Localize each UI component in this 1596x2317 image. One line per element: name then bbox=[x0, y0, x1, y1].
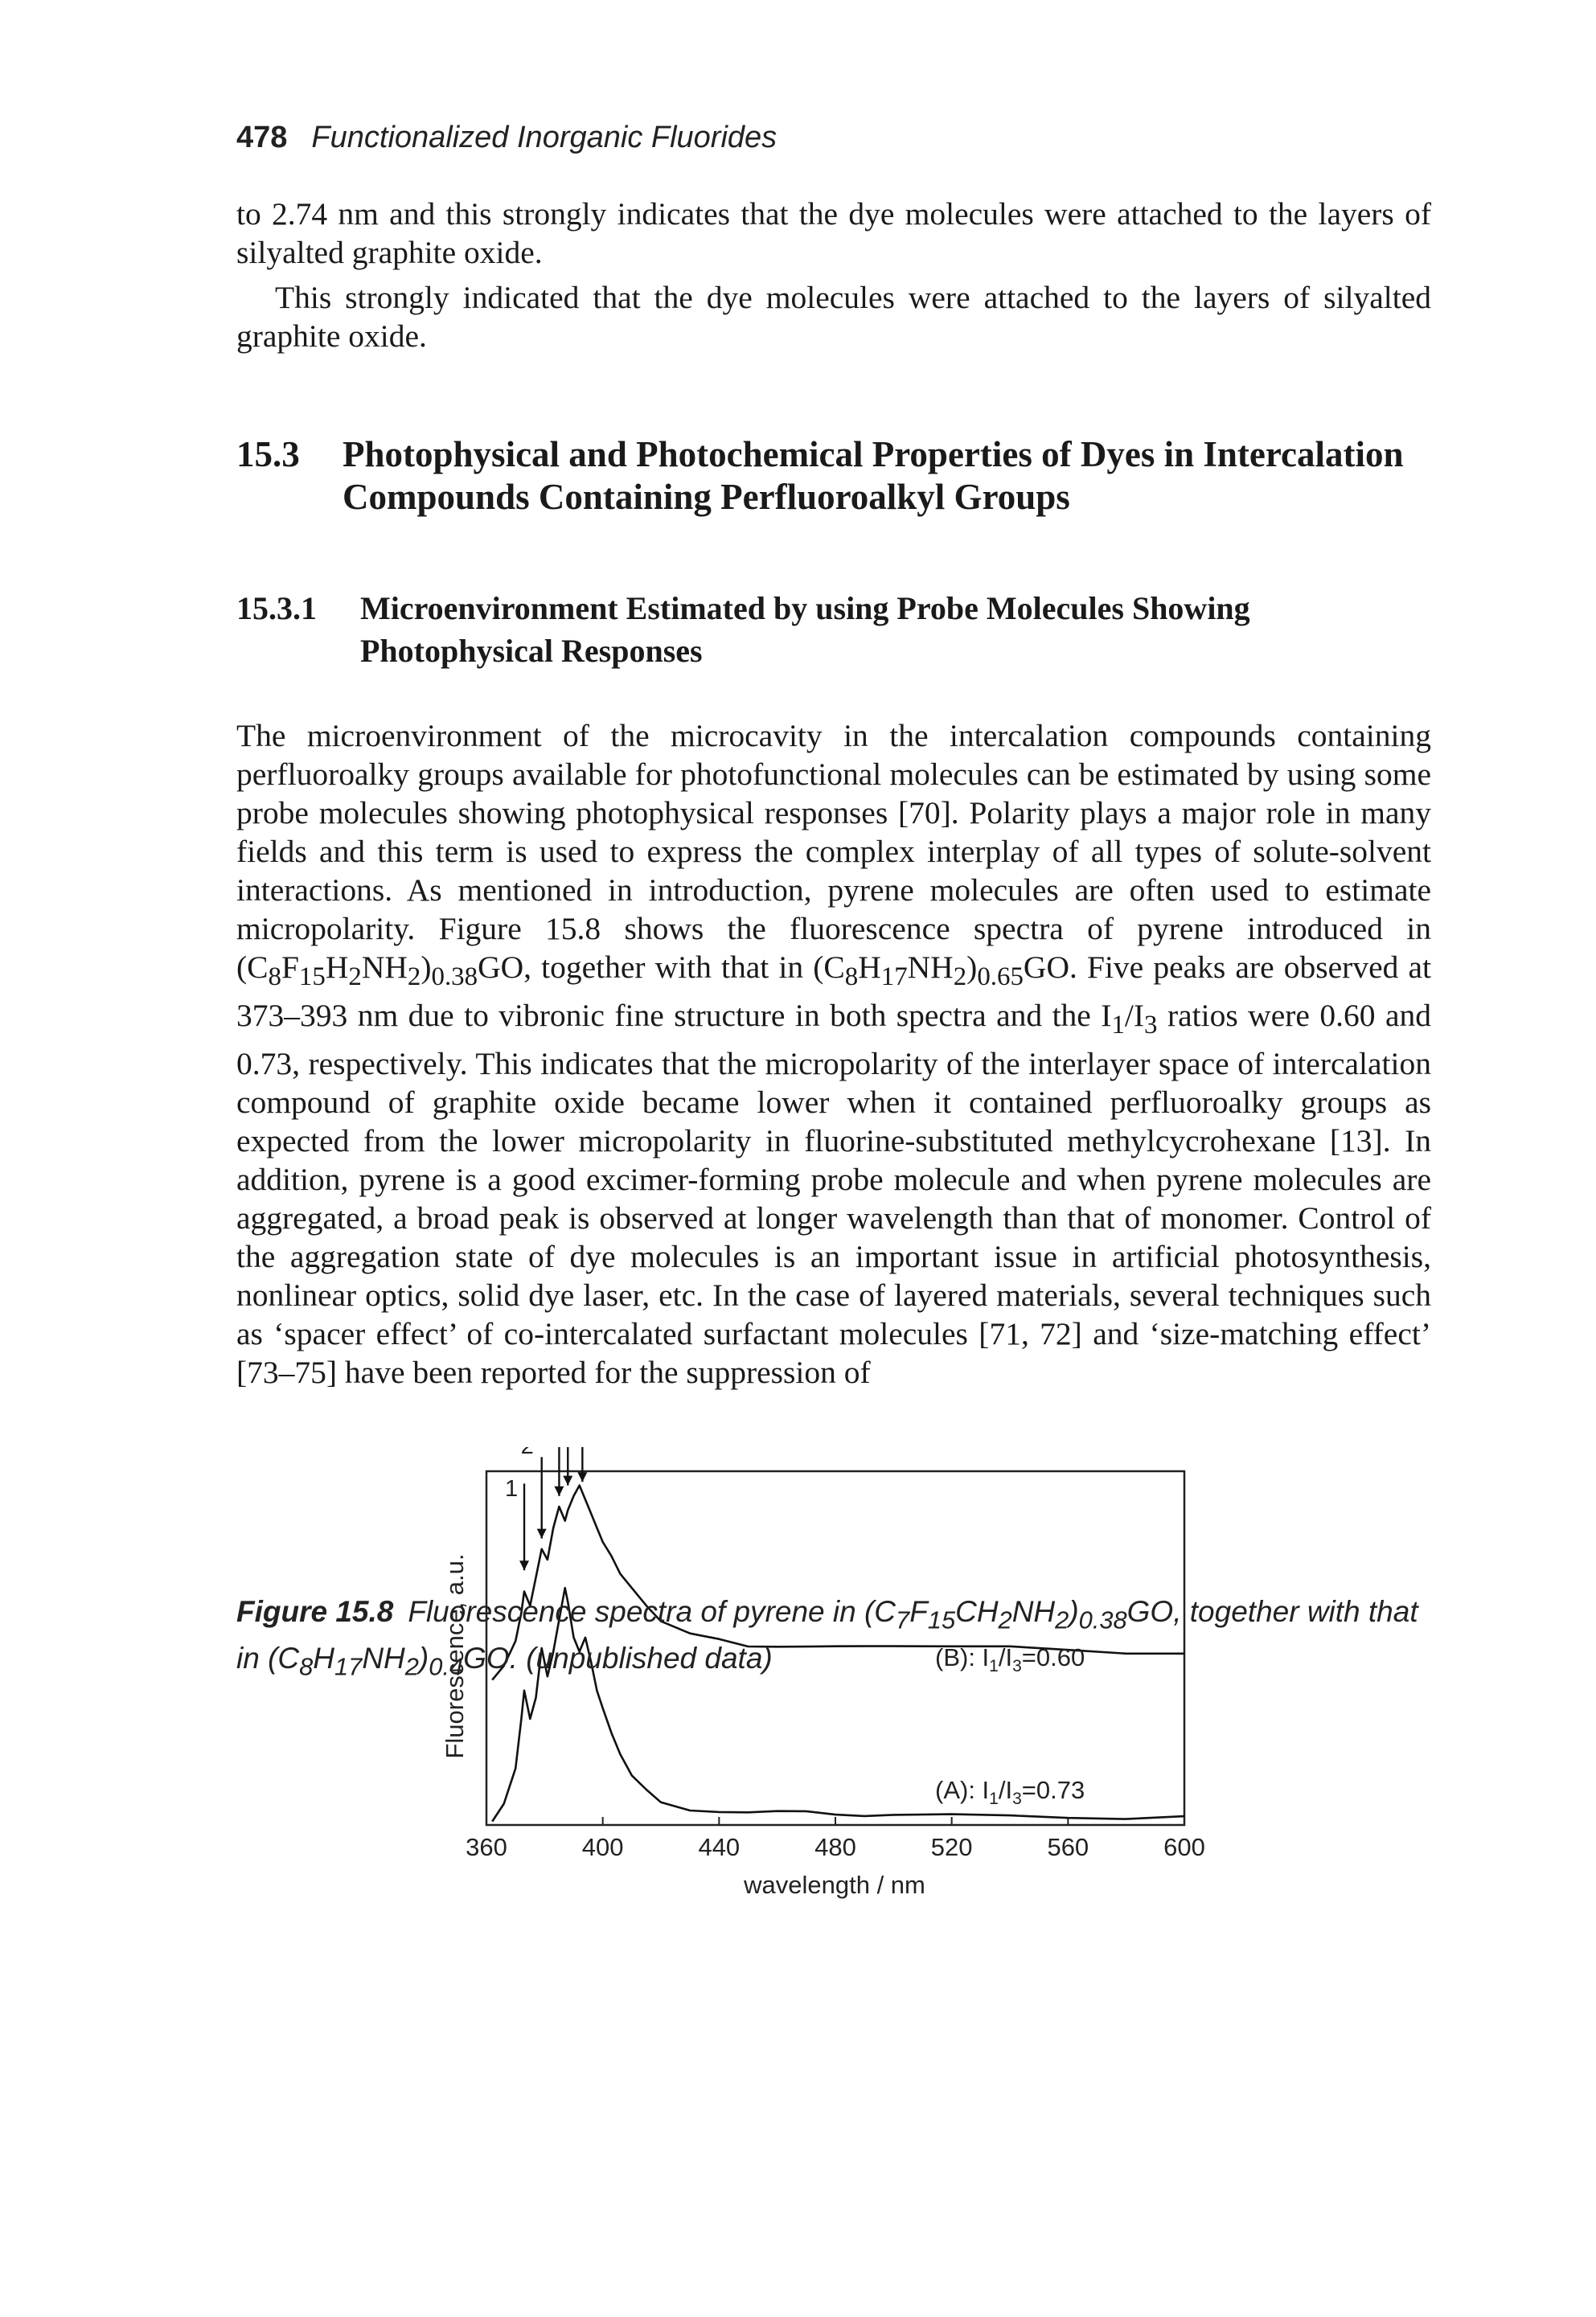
peak-arrowhead-1 bbox=[519, 1560, 530, 1571]
series-a-label: (A): I1/I3=0.73 bbox=[935, 1776, 1085, 1808]
peak-arrowhead-5 bbox=[577, 1472, 588, 1482]
x-tick-label: 600 bbox=[1163, 1833, 1205, 1861]
subsection-heading: 15.3.1 Microenvironment Estimated by usi… bbox=[236, 587, 1442, 672]
x-axis-label: wavelength / nm bbox=[743, 1871, 925, 1899]
x-tick-label: 400 bbox=[582, 1833, 624, 1861]
fluorescence-chart: 36040044048052056060012345 Fluorescence,… bbox=[441, 1447, 1205, 1899]
running-title: Functionalized Inorganic Fluorides bbox=[311, 121, 777, 154]
subsection-title: Microenvironment Estimated by using Prob… bbox=[360, 590, 1250, 669]
plot-area: 36040044048052056060012345 bbox=[466, 1447, 1205, 1861]
x-tick-label: 360 bbox=[466, 1833, 507, 1861]
peak-arrowhead-4 bbox=[563, 1475, 573, 1486]
main-paragraph: The microenvironment of the microcavity … bbox=[236, 718, 1431, 1390]
series-b-label: (B): I1/I3=0.60 bbox=[935, 1643, 1085, 1675]
series-line-a bbox=[491, 1586, 1185, 1823]
section-title: Photophysical and Photochemical Properti… bbox=[343, 434, 1404, 517]
x-tick-label: 440 bbox=[698, 1833, 740, 1861]
peak-label-2: 2 bbox=[521, 1447, 534, 1459]
section-number: 15.3 bbox=[236, 434, 300, 474]
x-tick-label: 560 bbox=[1047, 1833, 1089, 1861]
x-tick-label: 520 bbox=[931, 1833, 973, 1861]
paragraph-continued: to 2.74 nm and this strongly indicates t… bbox=[236, 196, 1431, 270]
series-line-b bbox=[491, 1484, 1184, 1681]
page-number: 478 bbox=[236, 121, 288, 154]
peak-label-1: 1 bbox=[505, 1476, 518, 1502]
peak-arrowhead-3 bbox=[554, 1486, 564, 1496]
y-axis-label: Fluorescence, a.u. bbox=[441, 1553, 469, 1758]
peak-arrowhead-2 bbox=[536, 1528, 547, 1539]
section-heading: 15.3 Photophysical and Photochemical Pro… bbox=[236, 433, 1442, 519]
figure-label: Figure 15.8 bbox=[236, 1595, 394, 1628]
x-tick-label: 480 bbox=[814, 1833, 856, 1861]
subsection-number: 15.3.1 bbox=[236, 590, 317, 626]
running-head: 478 Functionalized Inorganic Fluorides bbox=[236, 121, 777, 155]
paragraph-2: This strongly indicated that the dye mol… bbox=[236, 280, 1431, 354]
